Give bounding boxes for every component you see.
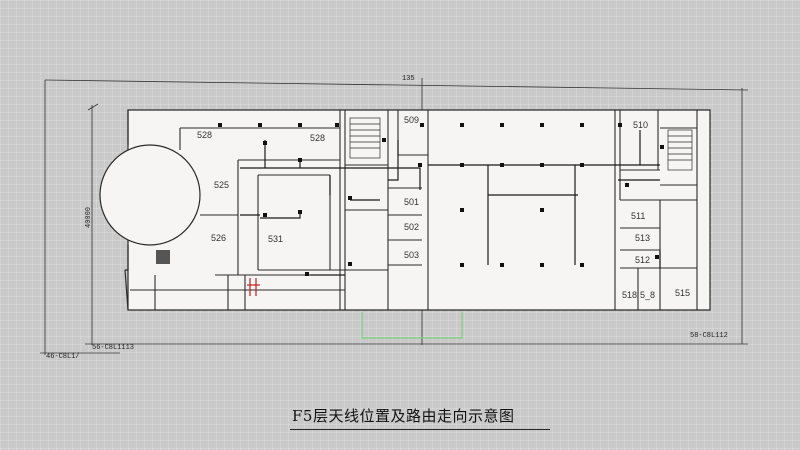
antenna — [305, 272, 309, 276]
svg-text:510: 510 — [633, 120, 648, 130]
svg-text:528: 528 — [197, 130, 212, 140]
svg-text:135: 135 — [402, 75, 415, 83]
room-labels: 528 528 509 510 525 526 531 501 502 503 … — [197, 115, 690, 300]
antenna — [655, 255, 659, 259]
building-outline — [99, 109, 711, 311]
svg-text:528: 528 — [310, 133, 325, 143]
antenna — [460, 163, 464, 167]
svg-text:40000: 40000 — [85, 207, 93, 228]
antenna — [618, 123, 622, 127]
svg-text:5_8: 5_8 — [640, 290, 655, 300]
antenna — [500, 123, 504, 127]
svg-text:518: 518 — [622, 290, 637, 300]
antenna — [418, 163, 422, 167]
antenna — [298, 123, 302, 127]
antenna — [335, 123, 339, 127]
antenna — [460, 263, 464, 267]
svg-text:531: 531 — [268, 234, 283, 244]
antenna — [580, 263, 584, 267]
antenna — [382, 138, 386, 142]
svg-text:58-C8L112: 58-C8L112 — [690, 332, 728, 340]
svg-text:525: 525 — [214, 180, 229, 190]
antenna — [348, 262, 352, 266]
svg-text:502: 502 — [404, 222, 419, 232]
antenna — [263, 213, 267, 217]
svg-text:509: 509 — [404, 115, 419, 125]
svg-text:513: 513 — [635, 233, 650, 243]
svg-text:501: 501 — [404, 197, 419, 207]
equipment-block — [156, 250, 170, 264]
antenna — [625, 183, 629, 187]
antenna — [460, 123, 464, 127]
interior-walls — [130, 110, 698, 310]
svg-text:56-C8L1113: 56-C8L1113 — [92, 344, 134, 352]
antenna — [540, 263, 544, 267]
svg-text:526: 526 — [211, 233, 226, 243]
antenna — [460, 208, 464, 212]
dimension-texts: 135 40000 46-C8L1/ 56-C8L1113 58-C8L112 — [46, 75, 728, 361]
svg-text:511: 511 — [631, 211, 645, 221]
antenna — [580, 123, 584, 127]
antenna — [540, 123, 544, 127]
antenna — [540, 208, 544, 212]
antenna — [500, 163, 504, 167]
antenna-points — [218, 123, 664, 276]
svg-text:515: 515 — [675, 288, 690, 298]
title-underline — [290, 429, 550, 430]
outdoor-highlight — [361, 312, 463, 339]
antenna — [580, 163, 584, 167]
antenna — [500, 263, 504, 267]
antenna — [348, 196, 352, 200]
antenna — [258, 123, 262, 127]
antenna — [298, 210, 302, 214]
svg-text:512: 512 — [635, 255, 650, 265]
antenna — [298, 158, 302, 162]
stair-marker — [247, 278, 260, 296]
antenna — [218, 123, 222, 127]
antenna — [263, 141, 267, 145]
svg-text:503: 503 — [404, 250, 419, 260]
svg-text:46-C8L1/: 46-C8L1/ — [46, 353, 80, 361]
antenna — [420, 123, 424, 127]
antenna — [540, 163, 544, 167]
drawing-title: F5层天线位置及路由走向示意图 — [292, 407, 515, 425]
stairwell — [349, 117, 693, 171]
antenna — [660, 145, 664, 149]
